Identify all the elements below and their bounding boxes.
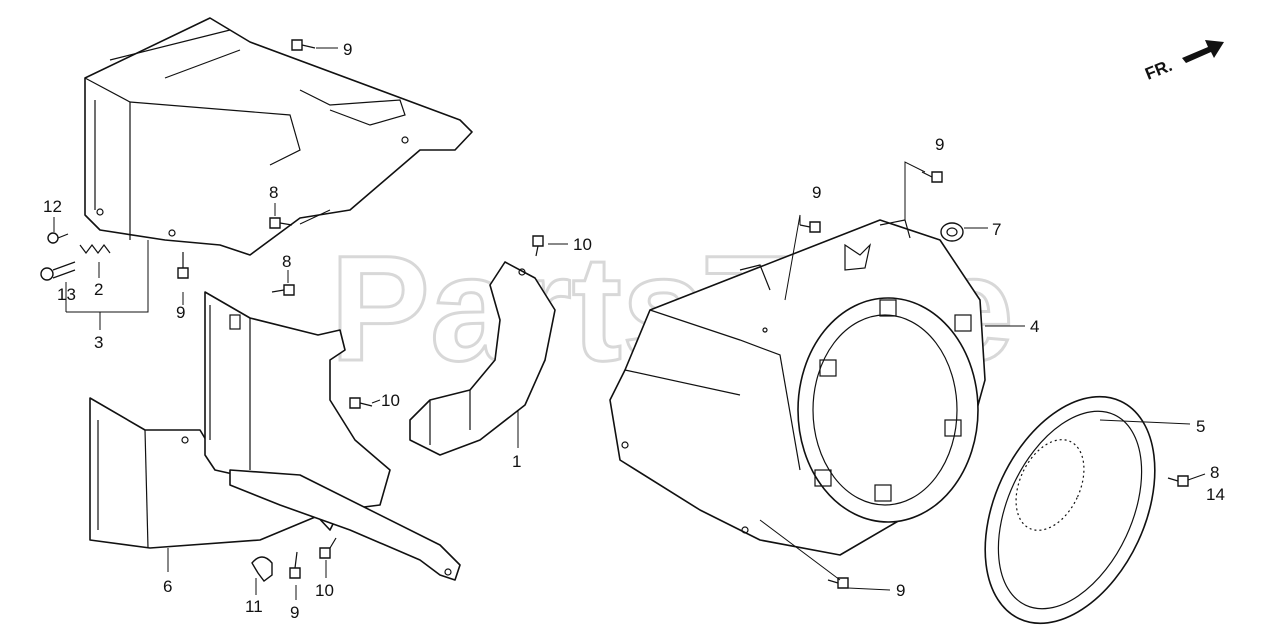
callout-12: 12 [43,197,62,216]
callout-10: 10 [315,581,334,600]
upper-shroud[interactable] [84,17,473,256]
callout-11: 11 [245,597,263,616]
callout-5: 5 [1196,417,1205,436]
callout-7: 7 [992,220,1001,239]
callout-8: 8 [282,252,291,271]
callout-14: 14 [1206,485,1225,504]
callout-9: 9 [812,183,821,202]
callout-2: 2 [94,280,103,299]
callout-9: 9 [896,581,905,600]
front-label: FR. [1142,56,1175,84]
callout-6: 6 [163,577,172,596]
callout-8: 8 [1210,463,1219,482]
callout-3: 3 [94,333,103,352]
callout-1: 1 [512,452,521,471]
bolt-10-bottom[interactable] [319,537,337,559]
center-baffle[interactable] [204,291,461,581]
leader-lines [53,47,1206,600]
callout-10: 10 [381,391,400,410]
bolt-8-cover[interactable] [1167,475,1189,487]
bolt-9-housing-b[interactable] [921,171,943,183]
bolt-10-center[interactable] [349,397,373,409]
callout-13: 13 [57,285,76,304]
front-direction-indicator: FR. [1142,40,1224,84]
spring[interactable] [79,244,111,254]
arrow-icon [1182,40,1224,63]
clip[interactable] [251,556,273,582]
callout-8: 8 [269,183,278,202]
callout-9: 9 [343,40,352,59]
bolt-9-top[interactable] [291,39,316,51]
fan-housing[interactable] [609,219,986,556]
bolt-8-mid[interactable] [271,284,295,296]
bolt-12[interactable] [47,232,69,244]
bolt-9-bottom-left[interactable] [289,551,301,579]
grommet[interactable] [940,222,964,242]
fan-cover[interactable] [951,370,1188,640]
callout-9: 9 [176,303,185,322]
callout-10: 10 [573,235,592,254]
callout-9: 9 [935,135,944,154]
bolt-8-upper[interactable] [269,217,293,229]
bolt-9-left[interactable] [177,252,189,279]
callout-labels: 9 8 8 9 12 13 2 3 10 10 1 6 11 9 10 9 9 … [43,40,1225,622]
bolt-13[interactable] [40,261,76,281]
bolt-9-housing-a[interactable] [799,221,821,233]
callout-9: 9 [290,603,299,622]
bolt-10-air-guide[interactable] [532,235,544,257]
callout-4: 4 [1030,317,1039,336]
air-guide[interactable] [409,261,556,456]
bolt-9-housing-bottom[interactable] [827,577,849,589]
